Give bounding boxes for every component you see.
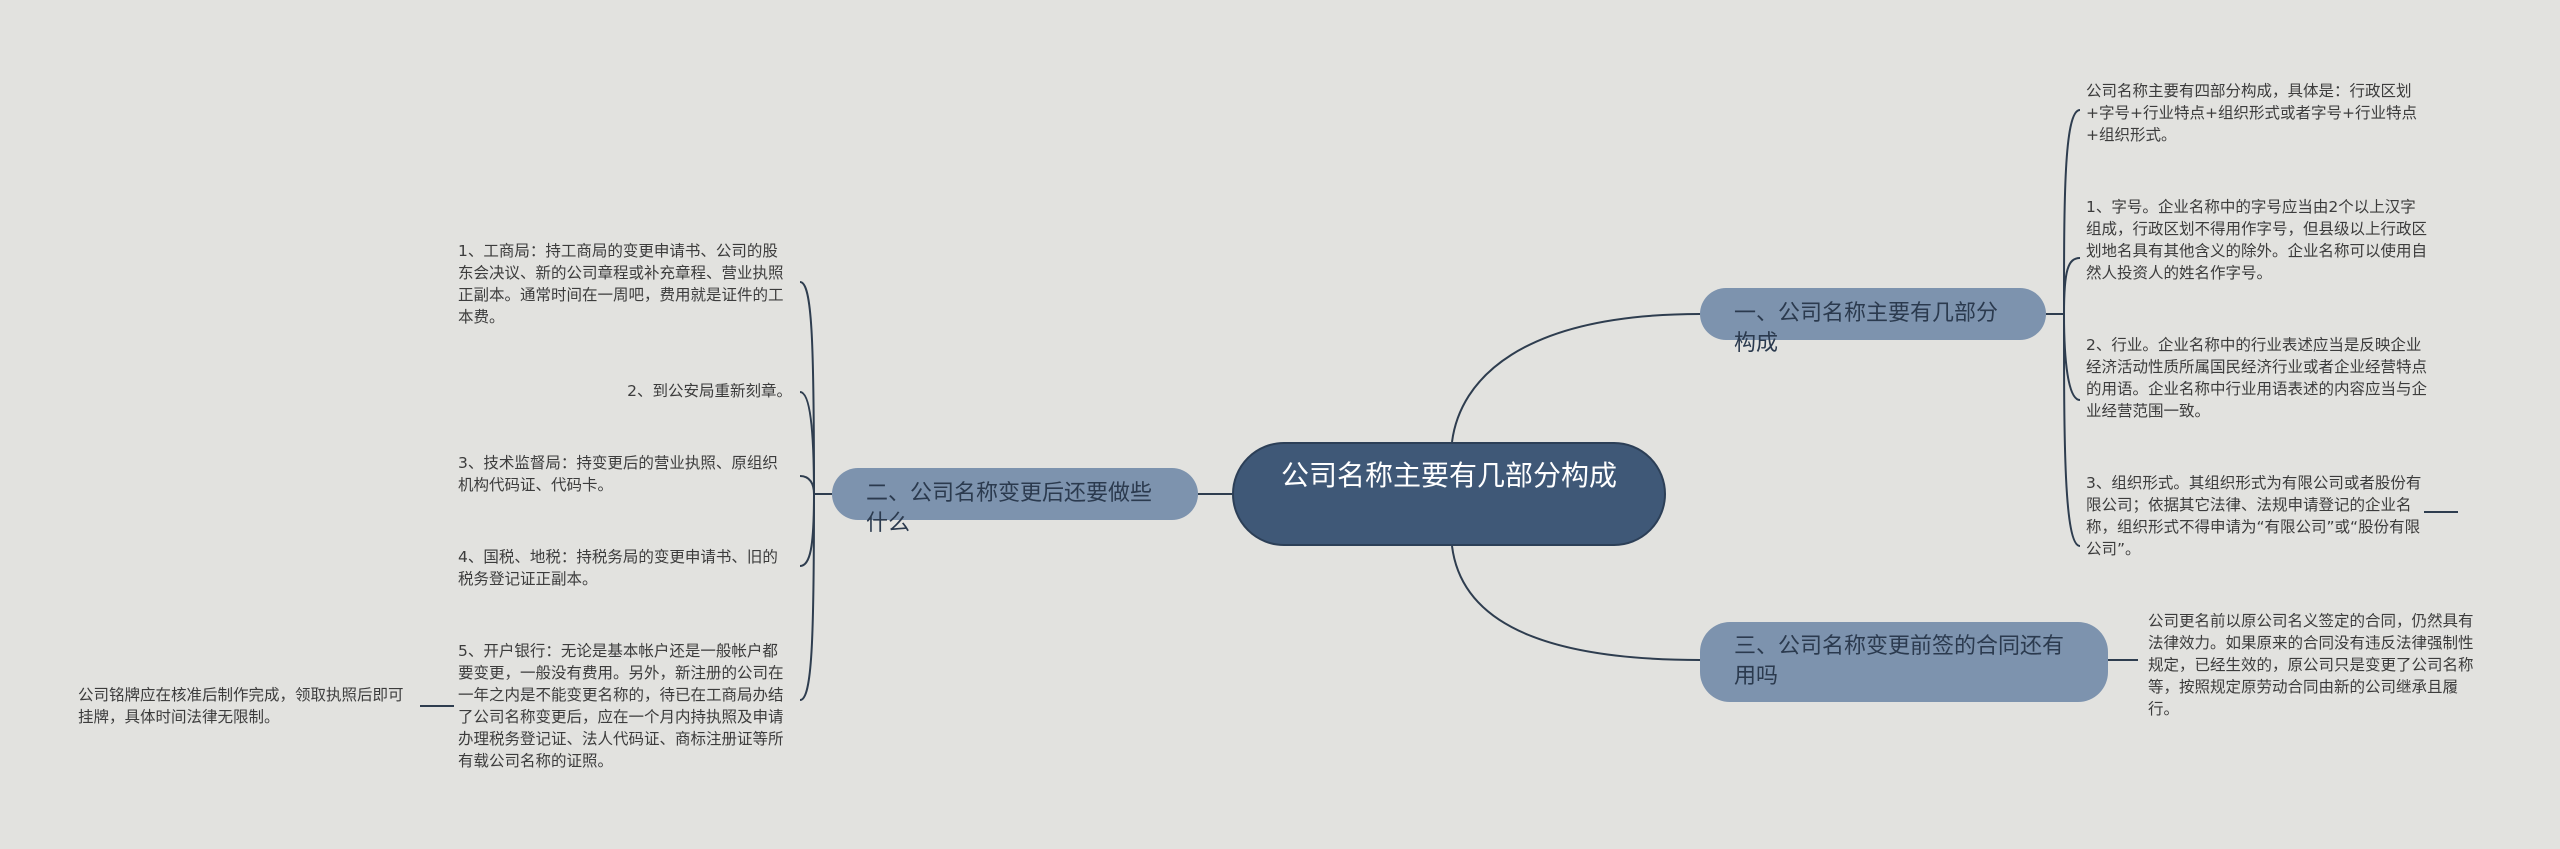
link-b1-leaf3 (2063, 313, 2081, 401)
branch-composition[interactable]: 一、公司名称主要有几部分构成 (1700, 288, 2046, 356)
leaf-public-security[interactable]: 2、到公安局重新刻章。 (627, 382, 792, 400)
leaf-industry-commerce-bureau[interactable]: 1、工商局：持工商局的变更申请书、公司的股东会决议、新的公司章程或补充章程、营业… (458, 242, 784, 326)
leaf-nameplate[interactable]: 公司铭牌应在核准后制作完成，领取执照后即可挂牌，具体时间法律无限制。 (78, 686, 404, 726)
leaf-technical-supervision[interactable]: 3、技术监督局：持变更后的营业执照、原组织机构代码证、代码卡。 (458, 454, 778, 494)
branch-after-change[interactable]: 二、公司名称变更后还要做些什么 (832, 468, 1198, 536)
leaf-overview[interactable]: 公司名称主要有四部分构成，具体是：行政区划+字号+行业特点+组织形式或者字号+行… (2086, 82, 2417, 144)
link-b2-leaf5 (799, 493, 815, 701)
link-b1-leaf2 (2063, 257, 2081, 315)
leaf-industry[interactable]: 2、行业。企业名称中的行业表述应当是反映企业经济活动性质所属国民经济行业或者企业… (2086, 336, 2428, 420)
link-root-b1 (1451, 313, 1701, 443)
link-b1-leaf1 (2063, 109, 2081, 315)
link-b2-leaf1 (799, 281, 815, 495)
link-b1-leaf4 (2063, 313, 2081, 547)
leaf-contract-validity[interactable]: 公司更名前以原公司名义签定的合同，仍然具有法律效力。如果原来的合同没有违反法律强… (2148, 612, 2474, 718)
central-topic[interactable]: 公司名称主要有几部分构成 (1232, 442, 1666, 546)
leaf-organization-form[interactable]: 3、组织形式。其组织形式为有限公司或者股份有限公司；依据其它法律、法规申请登记的… (2086, 474, 2422, 558)
link-b2-leaf2 (799, 391, 815, 495)
link-b2-leaf4 (799, 493, 815, 567)
link-b2-leaf3 (799, 475, 815, 495)
link-root-b3 (1451, 545, 1701, 661)
leaf-bank-account[interactable]: 5、开户银行：无论是基本帐户还是一般帐户都要变更，一般没有费用。另外，新注册的公… (458, 642, 784, 770)
leaf-trade-name[interactable]: 1、字号。企业名称中的字号应当由2个以上汉字组成，行政区划不得用作字号，但县级以… (2086, 198, 2428, 282)
branch-contracts[interactable]: 三、公司名称变更前签的合同还有用吗 (1700, 622, 2108, 702)
leaf-tax-bureau[interactable]: 4、国税、地税：持税务局的变更申请书、旧的税务登记证正副本。 (458, 548, 778, 588)
